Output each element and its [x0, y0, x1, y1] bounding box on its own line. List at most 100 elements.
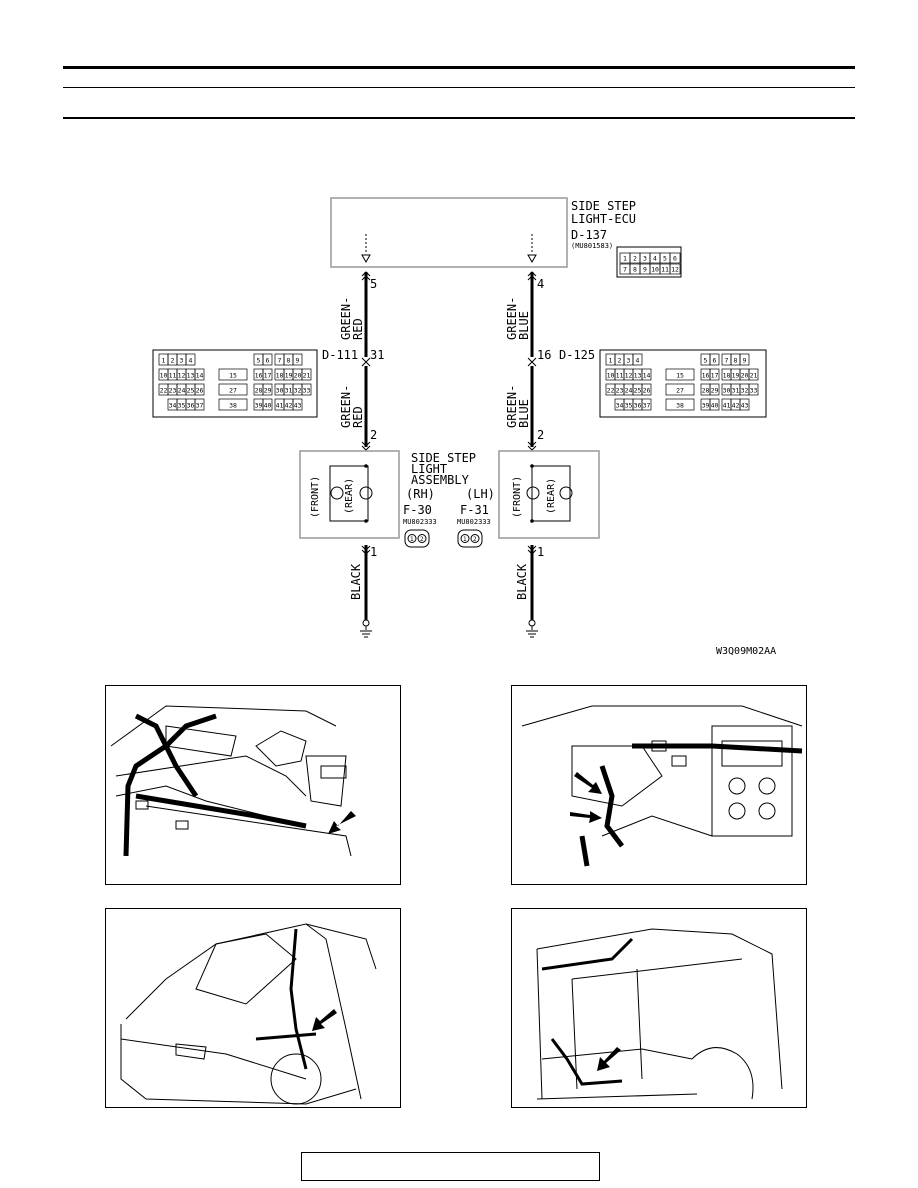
ecu-connector-pin: 2 — [633, 255, 637, 263]
ecu-box — [330, 197, 568, 268]
chevron-ecu-left — [361, 271, 371, 281]
location-illustration-dash-right — [511, 685, 807, 885]
joint-connector-pin: 40 — [264, 402, 272, 410]
joint-connector-pin: 38 — [676, 402, 684, 410]
joint-connector-pin: 9 — [296, 357, 300, 365]
joint-left-pin: 31 — [370, 348, 384, 362]
joint-connector-pin: 31 — [285, 387, 293, 395]
joint-connector-pin: 4 — [636, 357, 640, 365]
joint-connector-pin: 9 — [743, 357, 747, 365]
joint-right-pin: 16 — [537, 348, 551, 362]
arrow-icon — [574, 772, 602, 794]
joint-connector-pin: 25 — [187, 387, 195, 395]
header-rule-bottom — [63, 117, 855, 119]
ecu-part-no: (MU801583) — [571, 242, 613, 250]
chevron-assy-left-top — [361, 441, 371, 451]
joint-connector-pin: 34 — [169, 402, 177, 410]
joint-connector-pin: 41 — [723, 402, 731, 410]
joint-connector-pin: 3 — [627, 357, 631, 365]
ecu-connector-pin: 9 — [643, 266, 647, 274]
joint-connector-pin: 43 — [294, 402, 302, 410]
assembly-rh-part: MU802333 — [403, 518, 437, 526]
joint-connector-pin: 17 — [711, 372, 719, 380]
assy-rh-front-label: (FRONT) — [310, 476, 321, 518]
ecu-connector-pin: 7 — [623, 266, 627, 274]
svg-text:1: 1 — [463, 536, 467, 543]
joint-connector-pin: 12 — [178, 372, 186, 380]
assy-lh-rear-label: (REAR) — [546, 478, 557, 514]
joint-connector-pin: 15 — [676, 372, 684, 380]
assembly-lh-connector: F-31 — [460, 503, 489, 517]
joint-connector-pin: 8 — [287, 357, 291, 365]
joint-connector-pin: 33 — [750, 387, 758, 395]
assembly-title-line3: ASSEMBLY — [411, 473, 470, 487]
joint-connector-pin: 5 — [704, 357, 708, 365]
assembly-lh-box — [498, 450, 600, 539]
joint-connector-pin: 41 — [276, 402, 284, 410]
joint-connector-pin: 11 — [169, 372, 177, 380]
joint-connector-pin: 8 — [734, 357, 738, 365]
joint-connector-pin: 38 — [229, 402, 237, 410]
joint-connector-pin: 42 — [732, 402, 740, 410]
joint-connector-pin: 1 — [609, 357, 613, 365]
assembly-title-line2: LIGHT — [411, 462, 447, 476]
joint-connector-pin: 22 — [607, 387, 615, 395]
location-illustration-vehicle-front — [105, 908, 401, 1108]
joint-connector-pin: 14 — [196, 372, 204, 380]
assy-rh-rear-label: (REAR) — [344, 478, 355, 514]
joint-connector-pin: 37 — [196, 402, 204, 410]
header-rule-top — [63, 66, 855, 69]
ecu-connector-pin: 1 — [623, 255, 627, 263]
assy-lh-front-label: (FRONT) — [512, 476, 523, 518]
ecu-connector-pin: 6 — [673, 255, 677, 263]
joint-connector-pin: 32 — [294, 387, 302, 395]
assembly-rh-connector-face: 1 2 — [404, 529, 430, 548]
joint-connector-pin: 10 — [160, 372, 168, 380]
joint-connector-pin: 16 — [255, 372, 263, 380]
arrow-icon — [328, 811, 356, 834]
wire-label-right-upper-1: GREEN- — [505, 297, 519, 340]
joint-connector-pin: 23 — [169, 387, 177, 395]
joint-connector-pin: 4 — [189, 357, 193, 365]
ecu-connector-pin: 11 — [661, 266, 669, 274]
wire-label-left-upper-2: RED — [351, 318, 365, 340]
assembly-rh-label: (RH) — [406, 487, 435, 501]
chevron-joint-right — [527, 357, 537, 367]
ecu-connector-pin: 12 — [671, 266, 679, 274]
ecu-connector-pin: 5 — [663, 255, 667, 263]
ecu-connector-pin: 8 — [633, 266, 637, 274]
joint-connector-pin: 24 — [625, 387, 633, 395]
joint-connector-pin: 36 — [634, 402, 642, 410]
joint-right-connector: D-125 — [559, 348, 595, 362]
joint-connector-pin: 31 — [732, 387, 740, 395]
chevron-assy-left-bottom — [361, 545, 371, 555]
joint-connector-pin: 40 — [711, 402, 719, 410]
joint-connector-pin: 36 — [187, 402, 195, 410]
assy-right-pin-top: 2 — [537, 428, 544, 442]
joint-connector-pin: 19 — [285, 372, 293, 380]
joint-connector-pin: 37 — [643, 402, 651, 410]
joint-connector-pin: 28 — [255, 387, 263, 395]
chevron-ecu-right — [527, 271, 537, 281]
joint-connector-pin: 34 — [616, 402, 624, 410]
arrow-icon — [570, 811, 602, 823]
assembly-rh-box — [299, 450, 400, 539]
ecu-connector-pin: 3 — [643, 255, 647, 263]
wire-label-left-lower-1: GREEN- — [339, 385, 353, 428]
joint-connector-pin: 23 — [616, 387, 624, 395]
joint-connector-pin: 11 — [616, 372, 624, 380]
joint-connector-pin: 39 — [702, 402, 710, 410]
figure-code: W3Q09M02AA — [716, 646, 776, 657]
joint-connector-pin: 24 — [178, 387, 186, 395]
wire-label-right-lower-1: GREEN- — [505, 385, 519, 428]
joint-connector-pin: 3 — [180, 357, 184, 365]
ground-symbol-right — [526, 619, 538, 638]
joint-connector-pin: 35 — [178, 402, 186, 410]
joint-connector-pin: 20 — [741, 372, 749, 380]
ecu-connector-pin: 10 — [651, 266, 659, 274]
joint-connector-pin: 5 — [257, 357, 261, 365]
wire-label-left-lower-2: RED — [351, 406, 365, 428]
ground-symbol-left — [360, 619, 372, 638]
